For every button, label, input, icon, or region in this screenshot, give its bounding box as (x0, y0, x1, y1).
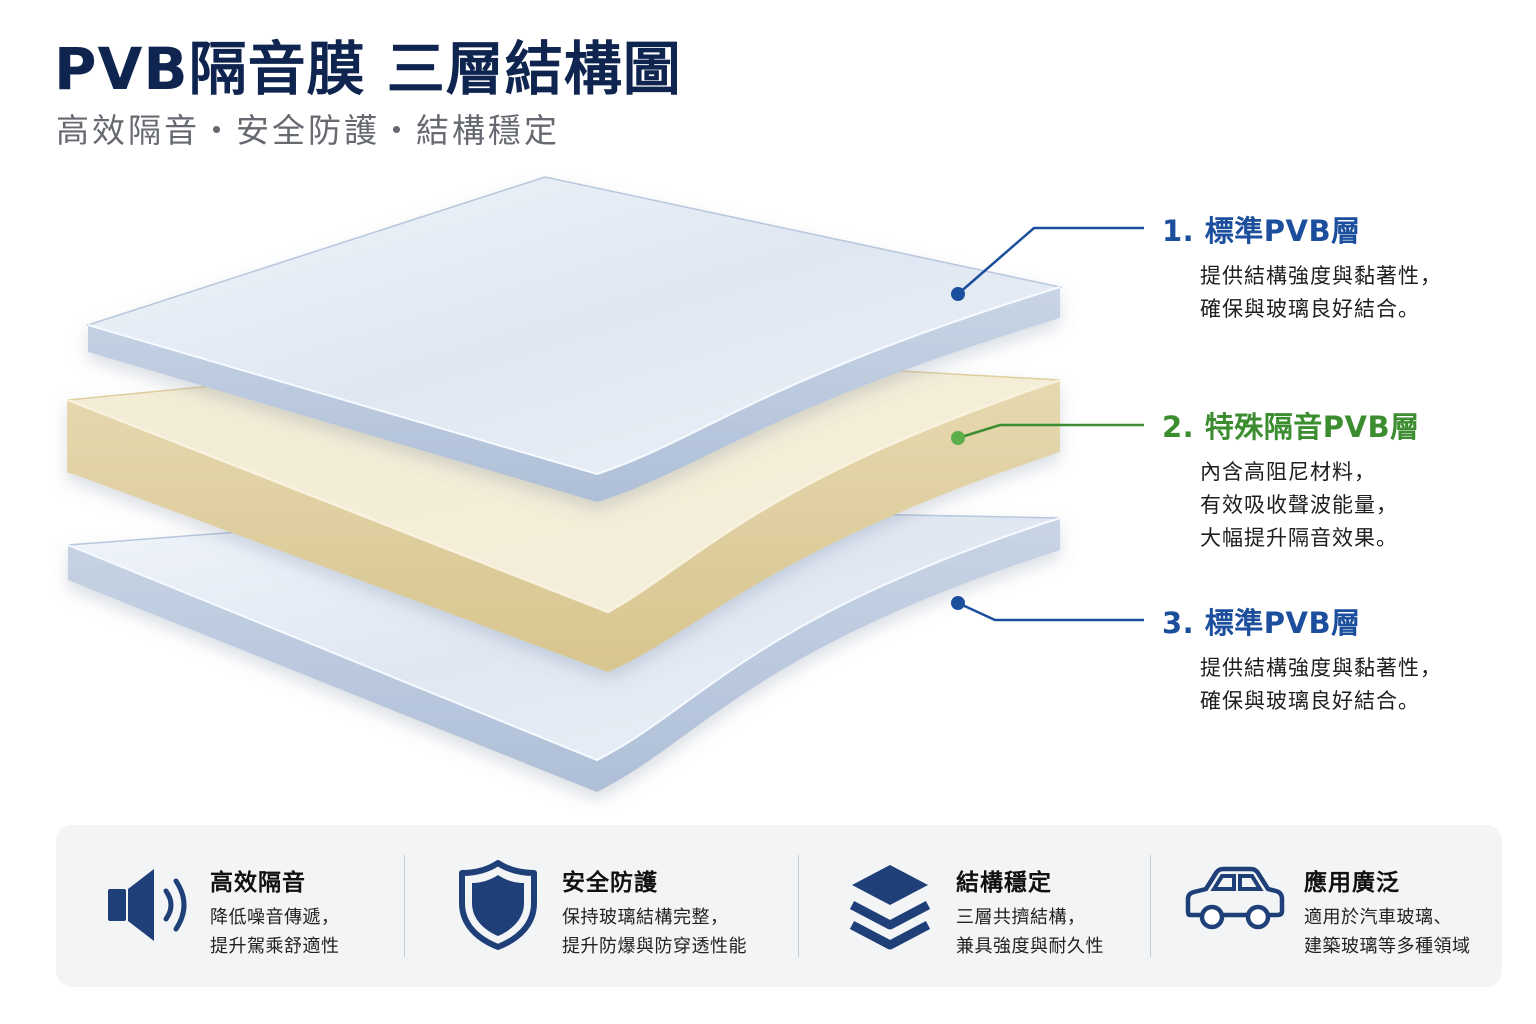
callout-layer-3: 3. 標準PVB層 提供結構強度與黏著性， 確保與玻璃良好結合。 (1162, 600, 1442, 718)
callout-desc: 內含高阻尼材料， (1200, 460, 1376, 484)
leader-dot-3 (951, 596, 965, 610)
callout-desc: 確保與玻璃良好結合。 (1200, 689, 1420, 713)
feature-title: 安全防護 (562, 870, 658, 896)
callout-title: 1. 標準PVB層 (1162, 214, 1361, 248)
leader-dot-1 (951, 287, 965, 301)
page-title: PVB隔音膜 三層結構圖 (54, 35, 682, 103)
callout-layer-2: 2. 特殊隔音PVB層 內含高阻尼材料， 有效吸收聲波能量， 大幅提升隔音效果。 (1162, 404, 1420, 555)
callout-title: 3. 標準PVB層 (1162, 606, 1361, 640)
callout-desc: 提供結構強度與黏著性， (1200, 656, 1442, 680)
speaker-icon (104, 863, 200, 951)
leader-line-2 (957, 423, 1144, 440)
callout-title: 2. 特殊隔音PVB層 (1162, 410, 1420, 444)
feature-stability: 結構穩定 三層共擠結構， 兼具強度與耐久性 (848, 825, 1148, 987)
leader-dot-2 (951, 431, 965, 445)
leader-line-3 (957, 601, 1144, 622)
callout-layer-1: 1. 標準PVB層 提供結構強度與黏著性， 確保與玻璃良好結合。 (1162, 208, 1442, 326)
leader-line-1 (957, 226, 1144, 295)
layer-1-film (85, 176, 1063, 502)
feature-desc: 建築玻璃等多種領域 (1304, 936, 1471, 957)
page-subtitle: 高效隔音・安全防護・結構穩定 (56, 111, 560, 150)
feature-desc: 三層共擠結構， (956, 907, 1086, 928)
feature-title: 高效隔音 (210, 870, 306, 896)
feature-desc: 降低噪音傳遞， (210, 907, 340, 928)
feature-sound-insulation: 高效隔音 降低噪音傳遞， 提升駕乘舒適性 (104, 825, 404, 987)
feature-desc: 提升駕乘舒適性 (210, 936, 340, 957)
callout-desc: 提供結構強度與黏著性， (1200, 264, 1442, 288)
layer-diagram (67, 176, 1144, 792)
feature-panel: 高效隔音 降低噪音傳遞， 提升駕乘舒適性 安全防護 保持玻璃結構完整， 提升防爆… (56, 825, 1502, 987)
feature-applications: 應用廣泛 適用於汽車玻璃、 建築玻璃等多種領域 (1180, 825, 1490, 987)
feature-title: 應用廣泛 (1304, 870, 1400, 896)
feature-desc: 提升防爆與防穿透性能 (562, 936, 747, 957)
feature-desc: 適用於汽車玻璃、 (1304, 907, 1452, 928)
callout-desc: 大幅提升隔音效果。 (1200, 526, 1398, 550)
feature-divider (1150, 855, 1151, 957)
callout-desc: 有效吸收聲波能量， (1200, 493, 1398, 517)
feature-title: 結構穩定 (956, 870, 1052, 896)
feature-divider (798, 855, 799, 957)
shield-icon (458, 859, 538, 955)
car-icon (1180, 865, 1288, 939)
feature-divider (404, 855, 405, 957)
feature-desc: 保持玻璃結構完整， (562, 907, 729, 928)
feature-desc: 兼具強度與耐久性 (956, 936, 1104, 957)
callout-desc: 確保與玻璃良好結合。 (1200, 297, 1420, 321)
feature-safety: 安全防護 保持玻璃結構完整， 提升防爆與防穿透性能 (458, 825, 798, 987)
layers-icon (848, 861, 932, 957)
